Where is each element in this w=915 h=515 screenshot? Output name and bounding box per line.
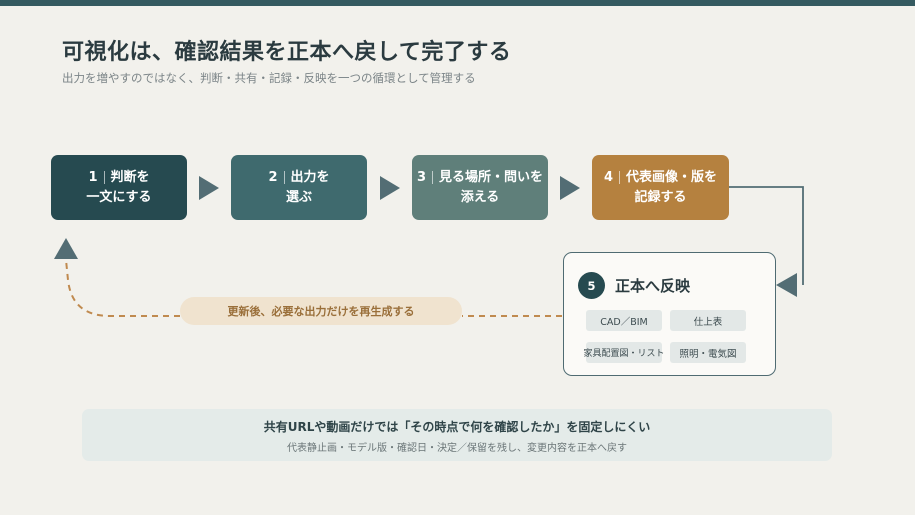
note-headline: 共有URLや動画だけでは「その時点で何を確認したか」を固定しにくい [263, 420, 651, 434]
note-detail: 代表静止画・モデル版・確認日・決定／保留を残し、変更内容を正本へ戻す [287, 443, 627, 454]
step-4-divider [619, 171, 621, 184]
step-4-label-line2: 記録する [634, 189, 687, 205]
step-1-label-line1: 判断を [110, 169, 150, 185]
step-2-box: 2 出力を 選ぶ [231, 155, 367, 220]
target-chip-finish-schedule: 仕上表 [670, 310, 746, 331]
step-5-box: 5 正本へ反映 CAD／BIM 仕上表 家具配置図・リスト 照明・電気図 [563, 252, 776, 376]
target-chip-lighting-electrical: 照明・電気図 [670, 342, 746, 363]
loop-back-arrowhead [54, 238, 78, 259]
step-1-divider [103, 171, 105, 184]
page-title: 可視化は、確認結果を正本へ戻して完了する [62, 40, 512, 65]
top-accent-bar [0, 0, 915, 6]
step-2-label-line1: 出力を [290, 169, 330, 185]
step-5-title: 正本へ反映 [615, 277, 691, 295]
bottom-note-box: 共有URLや動画だけでは「その時点で何を確認したか」を固定しにくい 代表静止画・… [82, 409, 832, 461]
page-subtitle: 出力を増やすのではなく、判断・共有・記録・反映を一つの循環として管理する [62, 71, 476, 85]
step-3-label-line1: 見る場所・問いを [439, 169, 544, 185]
target-chip-furniture-layout: 家具配置図・リスト [584, 342, 665, 363]
step4-to-step5-connector [729, 186, 804, 285]
step-3-divider [432, 171, 434, 184]
step-2-number: 2 [268, 169, 278, 185]
step5-arrowhead [776, 273, 797, 297]
step-4-number: 4 [603, 169, 614, 185]
step-2-divider [283, 171, 285, 184]
arrow-right-icon [380, 176, 400, 200]
step-1-label-line2: 一文にする [86, 189, 152, 205]
step-4-label-line1: 代表画像・版を [626, 169, 718, 185]
step-5-number-badge: 5 [578, 272, 605, 299]
step-2-label-line2: 選ぶ [285, 189, 312, 205]
step-3-number: 3 [416, 169, 427, 185]
target-chip-cad-bim: CAD／BIM [586, 310, 662, 331]
step-5-header: 5 正本へ反映 [578, 272, 690, 299]
step-3-label-line2: 添える [460, 189, 500, 205]
loop-back-dashed-line [65, 259, 562, 317]
step-1-number: 1 [88, 169, 98, 185]
arrow-right-icon [560, 176, 580, 200]
step-3-box: 3 見る場所・問いを 添える [412, 155, 548, 220]
step-1-box: 1 判断を 一文にする [51, 155, 187, 220]
loop-label: 更新後、必要な出力だけを再生成する [180, 297, 462, 325]
arrow-right-icon [199, 176, 219, 200]
step-4-box: 4 代表画像・版を 記録する [592, 155, 729, 220]
